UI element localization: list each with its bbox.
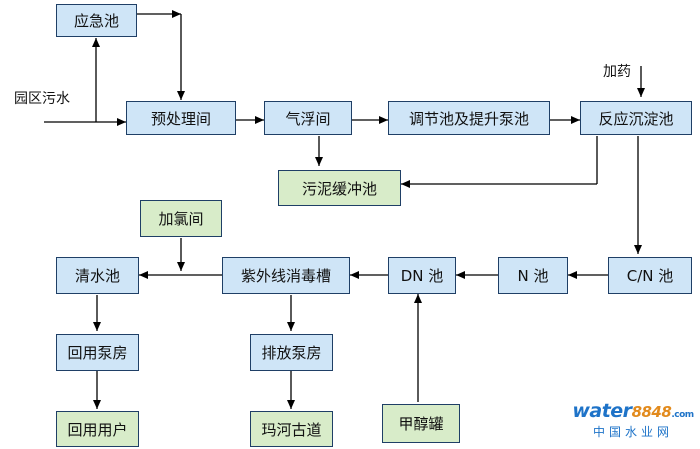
watermark-logo: water8848.com 中国水业网 [572, 400, 694, 440]
label-park-wastewater: 园区污水 [14, 91, 70, 107]
label-dosing: 加药 [603, 64, 631, 80]
node-reuse-users: 回用用户 [56, 411, 139, 447]
node-cn-pool: C/N 池 [608, 257, 692, 294]
node-mahe-ancient-channel: 玛河古道 [250, 411, 333, 447]
watermark-subtitle: 中国水业网 [592, 425, 673, 439]
node-chlorination-room: 加氯间 [140, 200, 222, 237]
node-dn-pool: DN 池 [388, 257, 456, 294]
watermark-brand-left: water [572, 400, 632, 422]
node-n-pool: N 池 [498, 257, 568, 294]
node-emergency-pool: 应急池 [56, 4, 137, 37]
node-reaction-sedimentation: 反应沉淀池 [580, 101, 692, 135]
node-regulating-pool: 调节池及提升泵池 [388, 101, 550, 135]
node-air-flotation: 气浮间 [264, 101, 352, 135]
node-sludge-buffer: 污泥缓冲池 [278, 170, 401, 206]
node-discharge-pump-room: 排放泵房 [250, 334, 333, 371]
watermark-brand-right: 8848 [631, 403, 672, 421]
watermark-brand-suffix: .com [671, 410, 694, 420]
node-uv-channel: 紫外线消毒槽 [222, 257, 350, 294]
node-pretreatment: 预处理间 [126, 101, 236, 135]
node-clear-water-pool: 清水池 [56, 257, 139, 294]
node-methanol-tank: 甲醇罐 [382, 404, 460, 443]
node-reuse-pump-room: 回用泵房 [56, 334, 139, 371]
